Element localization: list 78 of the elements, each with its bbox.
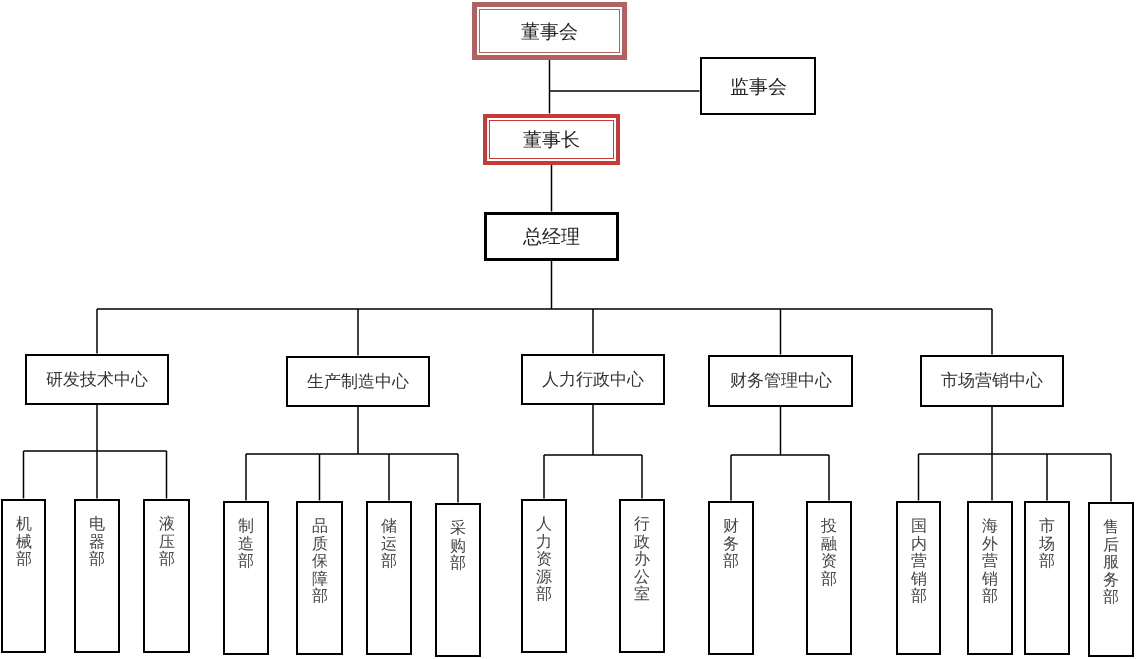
box-label: 采购部 (450, 519, 466, 575)
box-label: 监事会 (729, 73, 787, 99)
org-box (700, 57, 816, 115)
org-box (920, 355, 1064, 407)
department-box (435, 503, 481, 657)
connector-line (96, 450, 98, 500)
box-label: 总经理 (523, 224, 580, 250)
department-box (896, 501, 941, 655)
department-box (1, 499, 46, 653)
box-label: 研发技术中心 (46, 367, 148, 391)
connector-line (1110, 453, 1112, 503)
connector-line (245, 406, 459, 455)
org-box (25, 354, 169, 405)
box-label: 投融资部 (821, 517, 837, 590)
box-label: 品质保障部 (311, 517, 328, 608)
connector-line (991, 308, 993, 356)
department-box (708, 501, 754, 655)
connector-line (991, 453, 993, 502)
box-label: 海外营销部 (982, 517, 998, 608)
box-label: 售后服务部 (1103, 518, 1119, 609)
department-box (223, 501, 269, 655)
org-box (483, 114, 620, 165)
org-box (521, 354, 665, 405)
connector-line (165, 450, 168, 500)
department-box (143, 499, 190, 653)
connector-line (550, 164, 553, 213)
box-label: 财务部 (723, 517, 739, 573)
box-label: 人力行政中心 (542, 367, 644, 391)
connector-line (548, 59, 551, 92)
connector-line (779, 308, 782, 356)
connector-line (22, 404, 168, 452)
department-box (366, 501, 412, 655)
connector-line (318, 453, 321, 502)
department-box (1024, 501, 1070, 655)
department-box (967, 501, 1013, 655)
box-label: 市场部 (1039, 517, 1055, 573)
department-box (296, 501, 343, 655)
box-label: 生产制造中心 (307, 369, 409, 393)
department-box (619, 499, 665, 653)
connector-line (641, 454, 643, 500)
box-label: 市场营销中心 (941, 369, 1043, 393)
department-box (806, 501, 852, 655)
connector-line (828, 454, 830, 502)
connector-line (245, 453, 247, 502)
connector-line (457, 453, 459, 504)
connector-line (22, 450, 25, 500)
connector-line (548, 90, 701, 92)
box-label: 人力资源部 (536, 515, 552, 606)
org-box (286, 356, 430, 407)
connector-line (543, 454, 545, 500)
box-label: 电器部 (89, 515, 105, 571)
department-box (74, 499, 120, 653)
department-box (1088, 502, 1134, 657)
box-label: 液压部 (158, 515, 175, 571)
box-label: 财务管理中心 (729, 369, 832, 393)
box-label: 董事会 (521, 18, 578, 44)
box-label: 机械部 (15, 515, 32, 571)
box-label: 行政办公室 (634, 515, 650, 606)
department-box (521, 499, 567, 653)
connector-line (96, 260, 993, 310)
org-box (484, 212, 619, 261)
connector-line (357, 308, 359, 357)
connector-line (1046, 453, 1048, 502)
connector-line (917, 453, 920, 502)
box-label: 国内营销部 (910, 517, 927, 608)
connector-line (388, 453, 390, 502)
connector-line (548, 90, 551, 115)
connector-line (917, 406, 1112, 455)
connector-line (543, 404, 643, 456)
org-box (472, 2, 627, 60)
connector-line (730, 406, 830, 456)
connector-line (96, 308, 98, 355)
box-label: 制造部 (238, 517, 254, 573)
box-label: 董事长 (523, 127, 580, 153)
org-box (708, 355, 853, 407)
box-label: 储运部 (381, 517, 397, 573)
connector-line (592, 308, 594, 355)
connector-line (730, 454, 732, 502)
